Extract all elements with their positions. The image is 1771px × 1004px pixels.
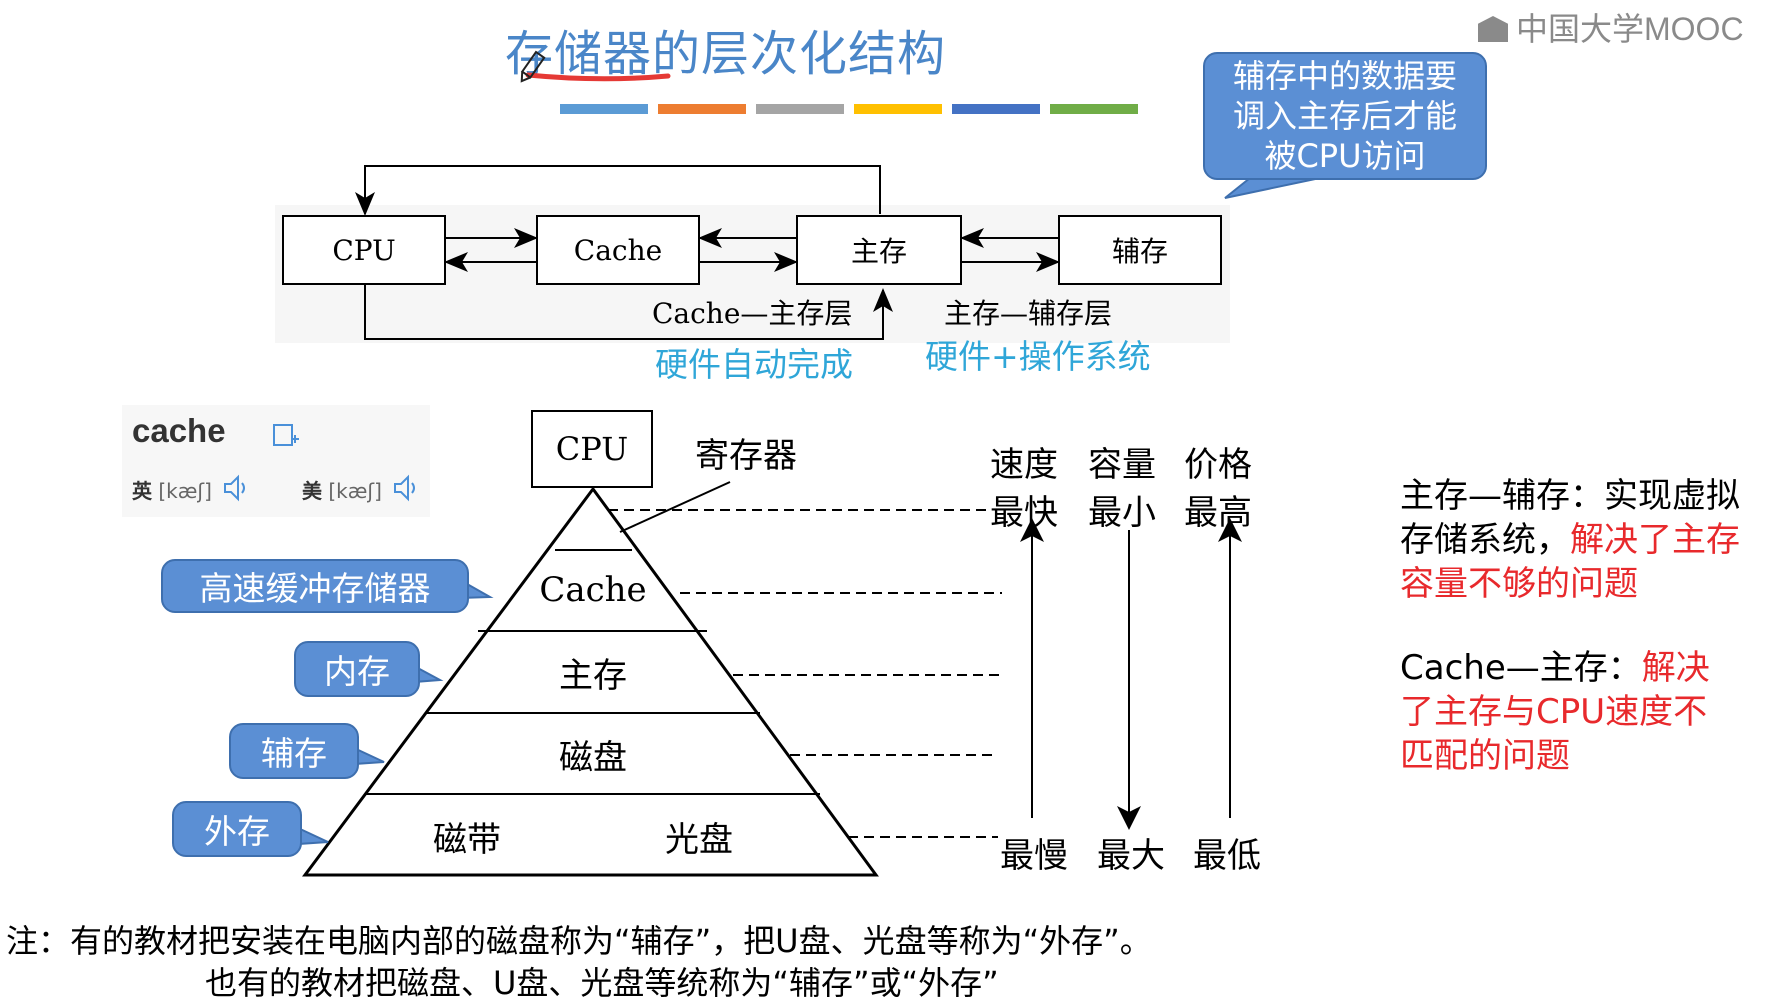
box-aux-memory: 辅存	[1058, 215, 1222, 285]
callout-external-storage: 外存	[172, 801, 302, 857]
note-cache-main-highlight: 解决了主存与CPU速度不匹配的问题	[1400, 648, 1710, 776]
metric-bottom-speed: 最慢	[1000, 836, 1068, 876]
pyramid-cpu-box: CPU	[531, 410, 653, 488]
color-bar-3	[854, 104, 942, 114]
metric-top-price: 最高	[1184, 493, 1252, 533]
arrow-cpu-to-main-bottom	[364, 284, 893, 340]
box-cache: Cache	[536, 215, 700, 285]
note-hardware-os: 硬件+操作系统	[925, 337, 1151, 376]
metric-header-capacity: 容量	[1088, 445, 1156, 485]
underline-scribble	[525, 72, 671, 82]
us-speaker-icon[interactable]	[392, 474, 418, 502]
register-pointer	[619, 481, 731, 533]
note-cache-main-text: Cache—主存：	[1400, 648, 1642, 688]
color-bar-4	[952, 104, 1040, 114]
register-label: 寄存器	[695, 436, 797, 476]
metric-top-capacity: 最小	[1088, 493, 1156, 533]
metric-header-speed: 速度	[990, 445, 1058, 485]
metric-header-price: 价格	[1184, 445, 1252, 485]
label-cache-main-layer: Cache—主存层	[652, 297, 853, 330]
color-bar-0	[560, 104, 648, 114]
note-hardware-auto: 硬件自动完成	[655, 345, 853, 384]
footer-line-2: 也有的教材把磁盘、U盘、光盘等统称为“辅存”或“外存”	[205, 964, 999, 1002]
bookmark-add-icon[interactable]	[272, 422, 300, 450]
callout-aux-storage: 辅存	[229, 723, 359, 779]
mooc-logo: 中国大学MOOC	[1478, 4, 1744, 50]
arrow-main-to-cpu-top	[355, 165, 881, 216]
us-label: 美	[302, 479, 322, 503]
metric-bottom-price: 最低	[1193, 836, 1261, 876]
pyramid-level-disk: 磁盘	[559, 738, 627, 778]
pyramid-level-main: 主存	[559, 656, 627, 696]
box-main-memory: 主存	[796, 215, 962, 285]
metric-top-speed: 最快	[990, 493, 1058, 533]
dictionary-popup	[122, 405, 430, 517]
callout-cache-memory: 高速缓冲存储器	[161, 559, 469, 613]
title-text: 存储器的层次化结构	[504, 26, 946, 82]
note-main-aux-text: 主存—辅存：实现虚拟存储系统，	[1400, 476, 1740, 560]
logo-text: 中国大学MOOC	[1516, 11, 1744, 47]
box-cpu: CPU	[282, 215, 446, 285]
footer-line-1: 注：有的教材把安装在电脑内部的磁盘称为“辅存”，把U盘、光盘等称为“外存”。	[6, 922, 1152, 960]
uk-pronunciation: 英 [kæʃ]	[132, 475, 212, 504]
pyramid-level-cache: Cache	[539, 570, 647, 610]
color-bar-strip	[560, 104, 1138, 114]
color-bar-1	[658, 104, 746, 114]
note-main-aux: 主存—辅存：实现虚拟存储系统，解决了主存容量不够的问题	[1400, 474, 1740, 606]
callout-internal-memory: 内存	[294, 641, 420, 697]
color-bar-2	[756, 104, 844, 114]
note-cache-main: Cache—主存：解决了主存与CPU速度不匹配的问题	[1400, 646, 1740, 778]
pyramid-level-tape: 磁带	[433, 820, 501, 860]
color-bar-5	[1050, 104, 1138, 114]
uk-ipa: [kæʃ]	[158, 479, 212, 503]
us-ipa: [kæʃ]	[328, 479, 382, 503]
page-title: 存储器的层次化结构	[0, 14, 1771, 84]
pyramid-level-optical: 光盘	[665, 820, 733, 860]
pen-icon	[520, 50, 546, 83]
uk-label: 英	[132, 479, 152, 503]
metric-bottom-capacity: 最大	[1097, 836, 1165, 876]
dictionary-word: cache	[132, 412, 226, 449]
pyramid-outline	[302, 486, 879, 877]
label-main-aux-layer: 主存—辅存层	[944, 297, 1113, 330]
uk-speaker-icon[interactable]	[222, 474, 248, 502]
note-main-aux-highlight: 解决了主存容量不够的问题	[1400, 520, 1740, 604]
callout-aux-to-main: 辅存中的数据要调入主存后才能被CPU访问	[1203, 52, 1487, 180]
us-pronunciation: 美 [kæʃ]	[302, 475, 382, 504]
